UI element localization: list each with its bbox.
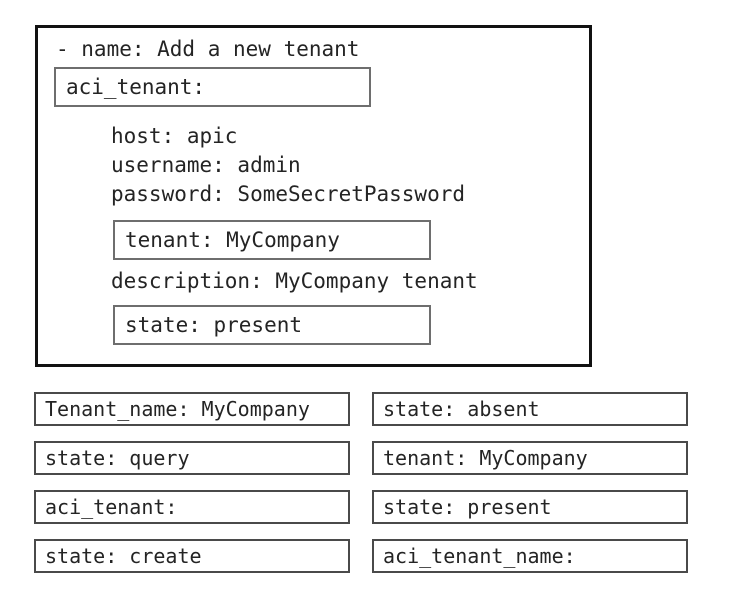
blank-field-state-text: state: present: [125, 313, 303, 337]
option-right-4-label: aci_tenant_name:: [383, 544, 576, 568]
option-left-1-label: Tenant_name: MyCompany: [45, 397, 310, 421]
code-line-name: - name: Add a new tenant: [56, 37, 360, 61]
option-left-4-label: state: create: [45, 544, 202, 568]
option-left-2[interactable]: state: query: [34, 441, 350, 475]
code-line-description: description: MyCompany tenant: [111, 269, 478, 293]
blank-field-tenant-text: tenant: MyCompany: [125, 228, 340, 252]
code-line-password: password: SomeSecretPassword: [111, 182, 466, 206]
option-right-3[interactable]: state: present: [372, 490, 688, 524]
option-left-2-label: state: query: [45, 446, 190, 470]
blank-field-state[interactable]: state: present: [113, 305, 431, 345]
option-left-4[interactable]: state: create: [34, 539, 350, 573]
code-line-host: host: apic: [111, 124, 238, 148]
option-left-1[interactable]: Tenant_name: MyCompany: [34, 392, 350, 426]
option-right-1[interactable]: state: absent: [372, 392, 688, 426]
option-left-3-label: aci_tenant:: [45, 495, 178, 519]
option-right-2-label: tenant: MyCompany: [383, 446, 588, 470]
option-right-4[interactable]: aci_tenant_name:: [372, 539, 688, 573]
option-left-3[interactable]: aci_tenant:: [34, 490, 350, 524]
blank-field-tenant[interactable]: tenant: MyCompany: [113, 220, 431, 260]
option-right-1-label: state: absent: [383, 397, 540, 421]
playbook-code-block: - name: Add a new tenant aci_tenant: hos…: [35, 25, 592, 367]
option-right-3-label: state: present: [383, 495, 552, 519]
code-line-username: username: admin: [111, 153, 301, 177]
blank-field-module[interactable]: aci_tenant:: [54, 67, 371, 107]
blank-field-module-text: aci_tenant:: [66, 75, 206, 99]
option-right-2[interactable]: tenant: MyCompany: [372, 441, 688, 475]
